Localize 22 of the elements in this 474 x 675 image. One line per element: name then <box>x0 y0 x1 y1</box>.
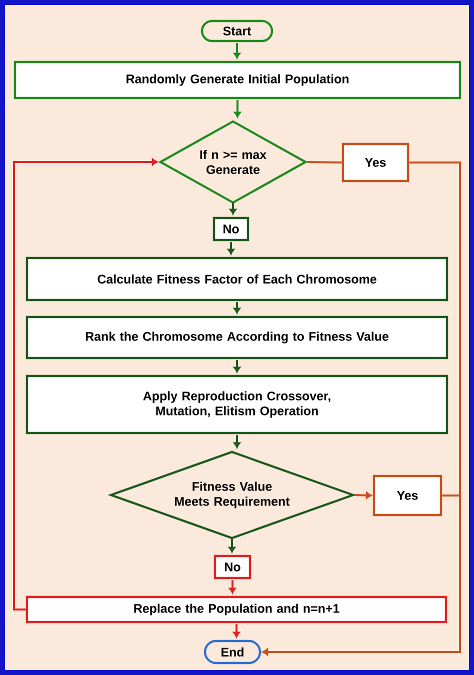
process-box: Rank the Chromosome According to Fitness Value <box>26 316 448 360</box>
process-box: Yes <box>342 142 410 182</box>
process-box: Randomly Generate Initial Population <box>14 60 462 100</box>
arrow <box>262 494 461 656</box>
arrow <box>228 538 236 553</box>
arrow <box>234 360 240 373</box>
arrow <box>354 492 372 499</box>
arrow <box>234 43 240 59</box>
arrow <box>234 100 241 118</box>
arrow <box>234 435 240 448</box>
arrow <box>228 242 234 255</box>
process-box: Calculate Fitness Factor of Each Chromosome <box>26 256 448 302</box>
arrow <box>234 302 240 314</box>
arrow <box>230 202 236 215</box>
process-box: No <box>214 554 252 580</box>
process-box: Yes <box>372 474 442 516</box>
process-box: No <box>212 216 250 242</box>
process-box: Apply Reproduction Crossover, Mutation, Elitism Operation <box>26 374 448 434</box>
arrow <box>233 624 240 638</box>
process-box: Replace the Population and n=n+1 <box>26 596 448 624</box>
arrow <box>229 580 236 594</box>
arrow <box>13 158 158 610</box>
